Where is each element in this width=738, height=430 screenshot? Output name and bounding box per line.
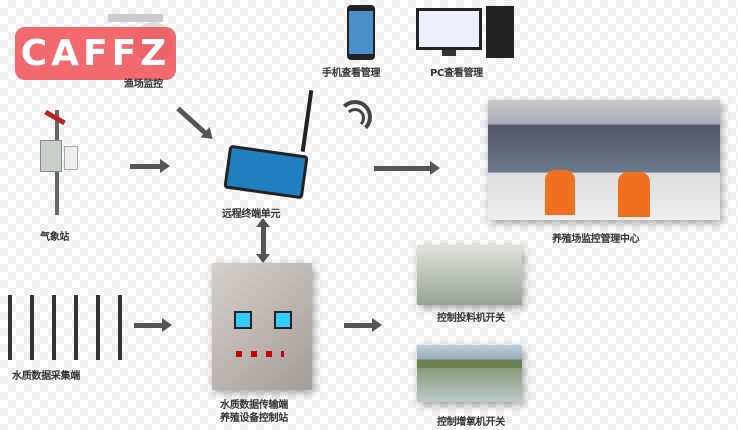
feeder-label: 控制投料机开关 [437,313,505,324]
arrow-icon [130,159,170,173]
double-arrow-icon [261,225,266,255]
water-sensors-icon [0,295,125,360]
cabinet-label-1: 水质数据传输端 [220,400,288,411]
pc-monitor-icon [416,8,482,50]
cabinet-label-2: 养殖设备控制站 [220,413,288,424]
phone-icon [347,5,375,60]
operator-2 [618,172,650,217]
wifi-icon [338,100,372,134]
wifi-inner [345,108,365,128]
sensors-label: 水质数据采集端 [12,371,80,382]
arrow-icon [176,106,208,136]
camera-label: 渔场监控 [124,79,163,90]
pc-stand [442,50,456,56]
aerator-label: 控制增氧机开关 [437,417,505,428]
operator-1 [545,170,575,215]
rtu-device [223,144,309,200]
phone-label: 手机查看管理 [322,68,381,79]
rtu-antenna [300,90,314,152]
arrow-icon [134,318,172,332]
pc-tower-icon [486,6,514,58]
weather-box [40,140,62,172]
logo: CAFFZ [15,27,176,80]
pc-label: PC查看管理 [430,68,483,79]
feeder-photo [417,245,522,305]
control-cabinet-photo [212,263,312,390]
arrow-icon [344,318,382,332]
arrow-icon [374,161,440,175]
weather-label: 气象站 [40,232,70,243]
rtu-label: 远程终端单元 [222,209,281,220]
camera-icon [108,14,163,22]
control-center-photo [488,100,720,220]
aerator-photo [417,345,522,402]
weather-shield [64,146,78,170]
logo-text: CAFFZ [20,33,171,74]
center-label: 养殖场监控管理中心 [552,234,640,245]
